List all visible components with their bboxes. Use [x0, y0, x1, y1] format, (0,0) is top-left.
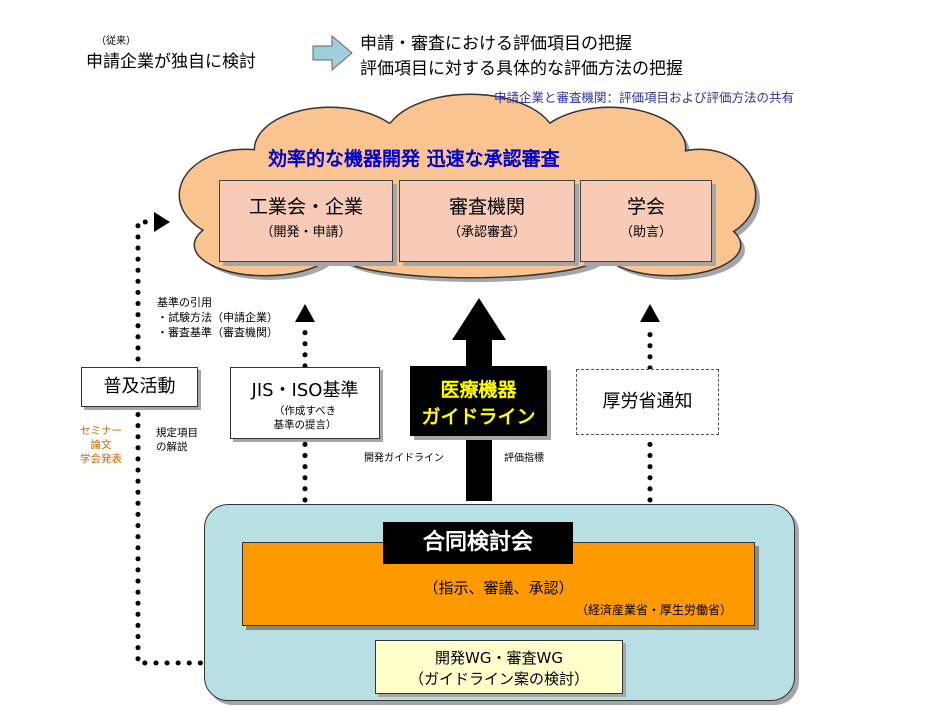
review-agency-sub: （承認審査）	[447, 225, 526, 240]
joint-committee-sub: （指示、審議、承認）	[423, 579, 574, 597]
industry-sub: （開発・申請）	[260, 225, 352, 240]
citation-item-1: ・試験方法（申請企業）	[157, 311, 278, 324]
academia-label: 学会	[626, 196, 665, 218]
mhlw-notice-box: 厚労省通知	[576, 369, 719, 435]
conventional-note: （従来）	[96, 36, 136, 47]
jis-arrowhead	[295, 304, 315, 322]
mhlw-arrowhead	[640, 304, 660, 322]
review-agency-box: 審査機関 （承認審査）	[399, 180, 575, 262]
conventional-text: 申請企業が独自に検討	[86, 52, 256, 72]
jis-iso-label: JIS・ISO基準	[251, 380, 359, 401]
jis-iso-sub-2: 基準の提言）	[273, 419, 337, 431]
goal-line-1: 申請・審査における評価項目の把握	[360, 34, 632, 54]
academia-box: 学会 （助言）	[580, 180, 712, 262]
citation-title: 基準の引用	[157, 296, 212, 309]
ministries-label: （経済産業省・厚生労働省）	[575, 603, 732, 617]
cloud-title: 効率的な機器開発 迅速な承認審査	[268, 148, 560, 170]
outreach-note-paper: 論文	[90, 439, 112, 451]
outreach-notes: セミナー 論文 学会発表	[80, 424, 122, 466]
industry-label: 工業会・企業	[248, 196, 363, 218]
goal-line-2: 評価項目に対する具体的な評価方法の把握	[360, 59, 683, 79]
shared-note: 申請企業と審査機関：評価項目および評価方法の共有	[494, 90, 795, 105]
explain-note-2: の解説	[156, 441, 188, 453]
industry-box: 工業会・企業 （開発・申請）	[219, 180, 393, 262]
joint-committee-title: 合同検討会	[383, 522, 573, 564]
citation-item-2: ・審査基準（審査機関）	[157, 326, 278, 339]
citation-note: 基準の引用 ・試験方法（申請企業） ・審査基準（審査機関）	[157, 295, 278, 340]
outreach-box: 普及活動	[81, 367, 198, 407]
jis-iso-box: JIS・ISO基準 （作成すべき 基準の提言）	[230, 367, 380, 439]
guideline-line-2: ガイドライン	[421, 406, 536, 428]
eval-index-label: 評価指標	[504, 453, 544, 464]
guideline-box: 医療機器 ガイドライン	[410, 366, 547, 436]
jis-iso-sub-1: （作成すべき	[273, 405, 337, 417]
outreach-arrowhead	[154, 212, 170, 232]
dev-guideline-label: 開発ガイドライン	[364, 453, 444, 464]
review-agency-label: 審査機関	[448, 196, 525, 218]
guideline-line-1: 医療機器	[440, 379, 517, 401]
working-group-box: 開発WG・審査WG （ガイドライン案の検討）	[375, 640, 623, 694]
right-block-arrow	[312, 34, 353, 72]
academia-sub: （助言）	[619, 225, 672, 240]
outreach-note-conference: 学会発表	[80, 453, 122, 465]
working-group-line-2: （ガイドライン案の検討）	[408, 670, 589, 688]
explain-note: 規定項目 の解説	[156, 426, 198, 454]
outreach-note-seminar: セミナー	[80, 425, 122, 437]
explain-note-1: 規定項目	[156, 427, 198, 439]
working-group-line-1: 開発WG・審査WG	[435, 649, 563, 667]
